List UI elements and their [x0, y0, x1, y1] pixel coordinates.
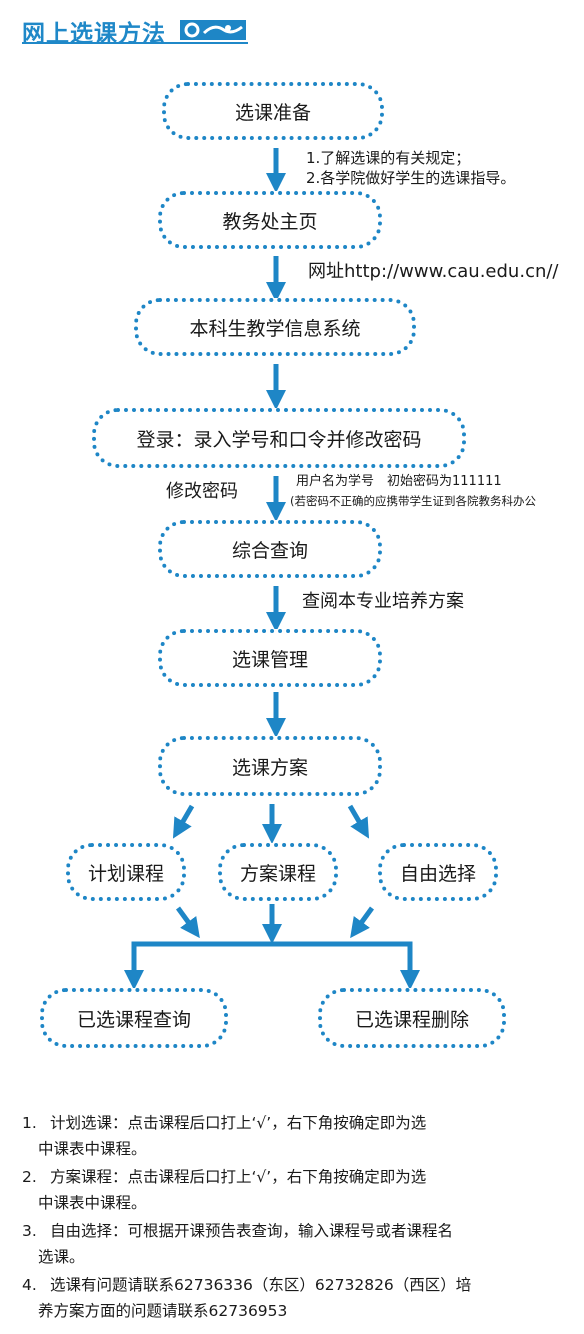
title-underline — [22, 42, 248, 44]
node-info-system: 本科生教学信息系统 — [134, 298, 416, 356]
note-review-plan: 查阅本专业培养方案 — [302, 591, 464, 612]
node-course-plan: 选课方案 — [158, 736, 382, 796]
footnote-text: 计划选课：点击课程后口打上‘√’，右下角按确定即为选 — [50, 1114, 427, 1132]
node-scheme-courses: 方案课程 — [218, 843, 338, 901]
note-url: 网址http://www.cau.edu.cn// — [308, 261, 559, 282]
footnote-text: 自由选择：可根据开课预告表查询，输入课程号或者课程名 — [50, 1222, 454, 1240]
footnote-4: 4. 选课有问题请联系62736336（东区）62732826（西区）培 养方案方… — [18, 1272, 574, 1324]
arrow-free-merge — [350, 906, 375, 939]
node-course-management: 选课管理 — [158, 629, 382, 687]
flow-connectors — [124, 148, 420, 990]
footnotes: 1. 计划选课：点击课程后口打上‘√’，右下角按确定即为选 中课表中课程。 2. 方… — [18, 1110, 574, 1326]
node-free-choice: 自由选择 — [378, 843, 498, 901]
footnote-text: 方案课程：点击课程后口打上‘√’，右下角按确定即为选 — [50, 1168, 427, 1186]
arrow-plan-free — [347, 804, 370, 839]
footnote-text-cont: 中课表中课程。 — [38, 1140, 147, 1158]
footnote-number: 2. — [22, 1168, 37, 1186]
note-username: 用户名为学号 初始密码为111111 — [296, 474, 502, 489]
footnote-number: 1. — [22, 1114, 37, 1132]
note-prep-guidance: 2.各学院做好学生的选课指导。 — [306, 169, 516, 187]
university-logo-icon — [180, 20, 246, 40]
arrow-plan-planned — [172, 804, 195, 839]
node-login: 登录：录入学号和口令并修改密码 — [92, 408, 466, 468]
footnote-text: 选课有问题请联系62736336（东区）62732826（西区）培 — [50, 1276, 472, 1294]
node-selected-query: 已选课程查询 — [40, 988, 228, 1048]
node-selected-delete: 已选课程删除 — [318, 988, 506, 1048]
arrow-planned-merge — [175, 906, 200, 939]
note-prep-rules: 1.了解选课的有关规定； — [306, 149, 471, 167]
note-password-help: (若密码不正确的应携带学生证到各院教务科办公 — [290, 494, 536, 508]
node-homepage: 教务处主页 — [158, 191, 382, 249]
node-comprehensive-query: 综合查询 — [158, 520, 382, 578]
footnote-number: 4. — [22, 1276, 37, 1294]
footnote-text-cont: 选课。 — [38, 1248, 85, 1266]
footnote-text-cont: 养方案方面的问题请联系62736953 — [38, 1302, 288, 1320]
node-planned-courses: 计划课程 — [66, 843, 186, 901]
footnote-1: 1. 计划选课：点击课程后口打上‘√’，右下角按确定即为选 中课表中课程。 — [18, 1110, 574, 1162]
footnote-3: 3. 自由选择：可根据开课预告表查询，输入课程号或者课程名 选课。 — [18, 1218, 574, 1270]
node-prep: 选课准备 — [162, 82, 384, 140]
footnote-2: 2. 方案课程：点击课程后口打上‘√’，右下角按确定即为选 中课表中课程。 — [18, 1164, 574, 1216]
footnote-number: 3. — [22, 1222, 37, 1240]
merge-bracket — [131, 941, 420, 990]
note-change-password: 修改密码 — [166, 481, 238, 502]
footnote-text-cont: 中课表中课程。 — [38, 1194, 147, 1212]
